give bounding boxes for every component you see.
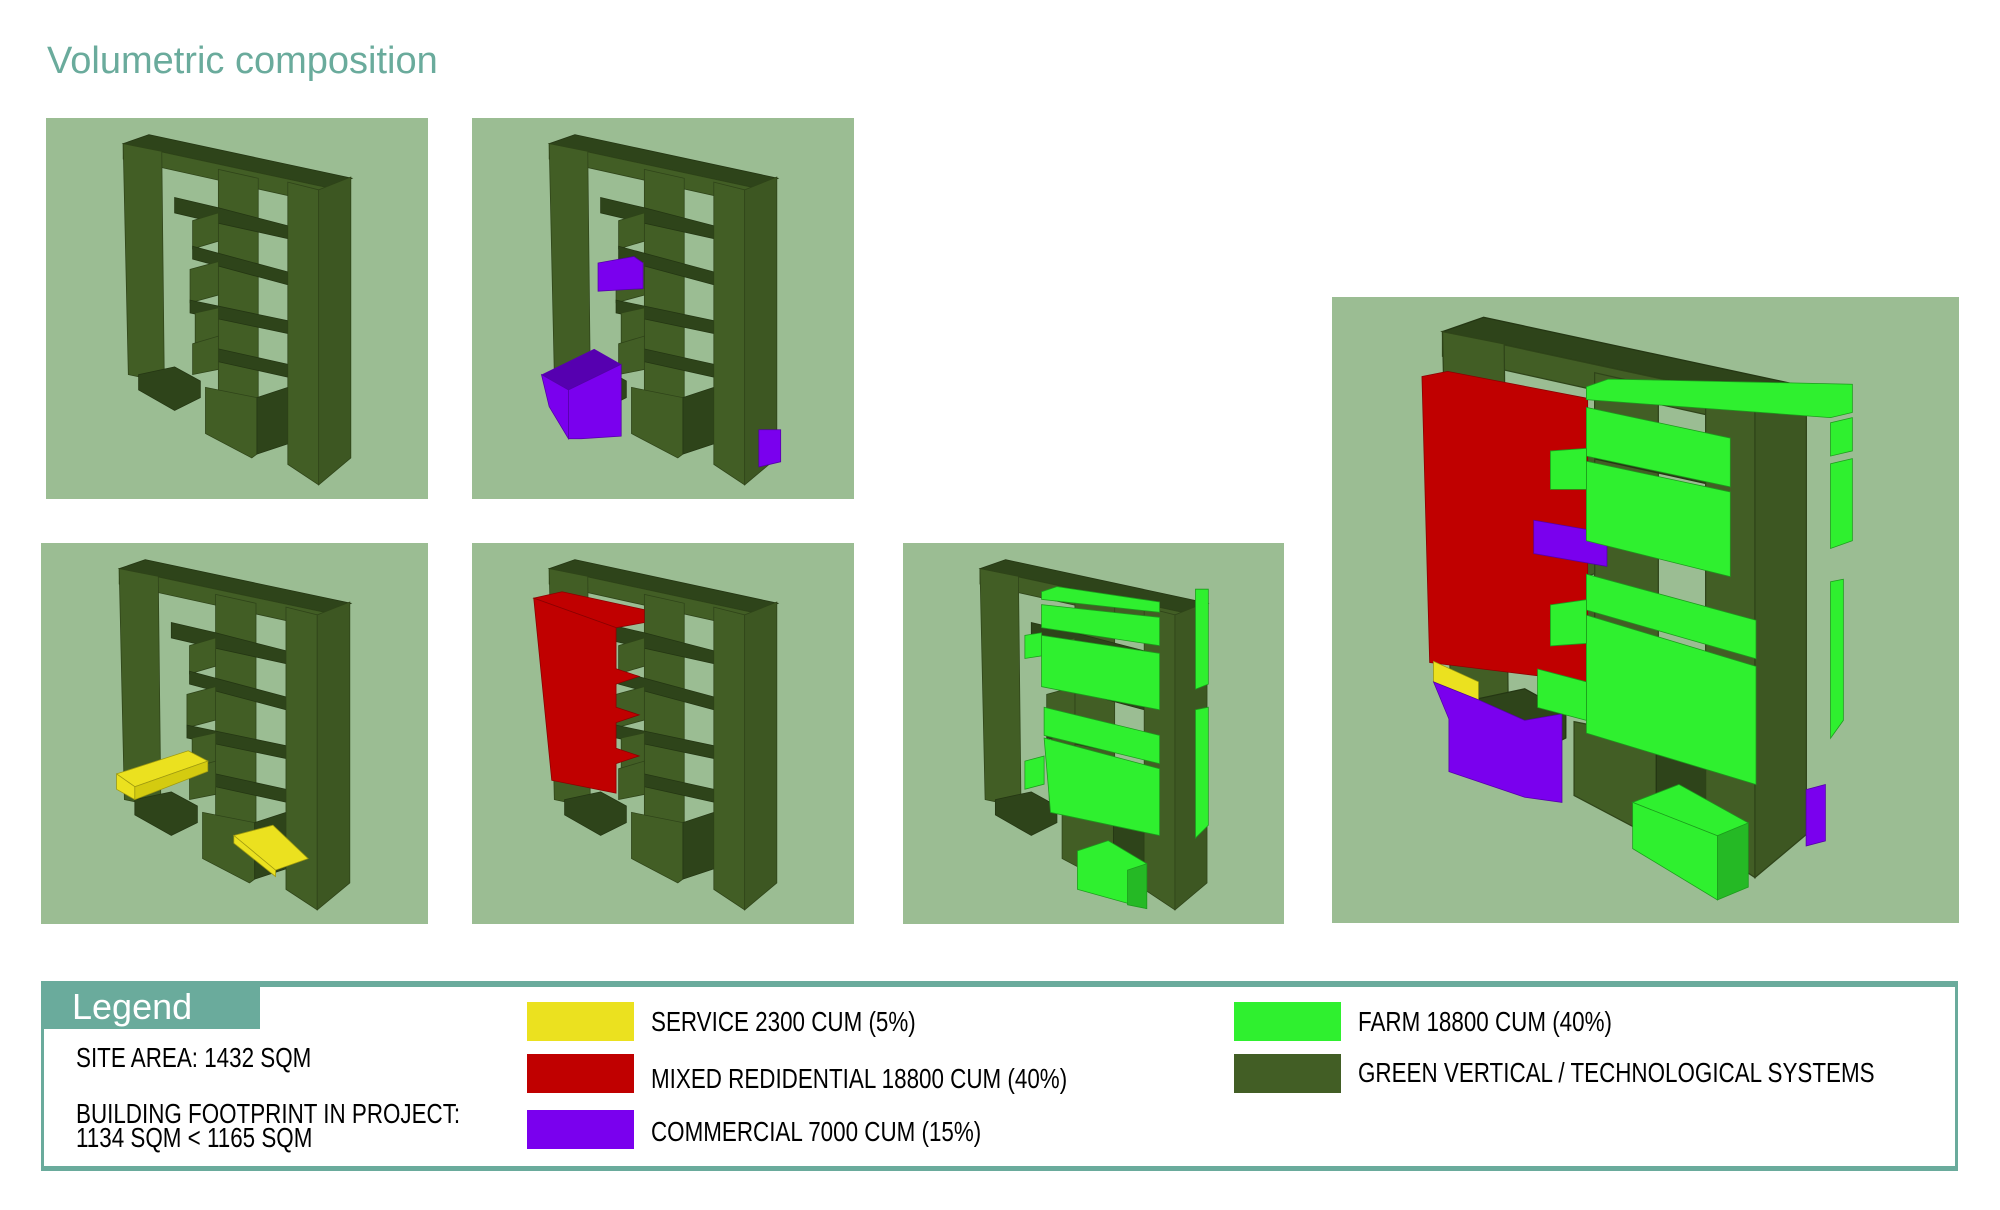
volume-panel-combined	[1332, 297, 1959, 923]
building-combined-diagram	[1421, 316, 1853, 901]
volume-panel-residential	[472, 543, 854, 924]
swatch-residential	[527, 1054, 634, 1093]
building-frame-diagram	[122, 134, 353, 486]
volume-panel-commercial	[472, 118, 854, 499]
legend-label-green-systems: GREEN VERTICAL / TECHNOLOGICAL SYSTEMS	[1358, 1057, 1875, 1088]
footprint-text-line2: 1134 SQM < 1165 SQM	[76, 1122, 313, 1153]
legend-label-residential: MIXED REDIDENTIAL 18800 CUM (40%)	[651, 1063, 1068, 1094]
legend-label-farm: FARM 18800 CUM (40%)	[1358, 1006, 1612, 1037]
site-area-text: SITE AREA: 1432 SQM	[76, 1042, 312, 1073]
building-residential-diagram	[532, 559, 779, 911]
building-commercial-diagram	[540, 134, 782, 486]
legend-label-commercial: COMMERCIAL 7000 CUM (15%)	[651, 1116, 982, 1147]
volume-panel-farm	[903, 543, 1284, 924]
legend-box: Legend SITE AREA: 1432 SQM BUILDING FOOT…	[41, 981, 1958, 1171]
volume-panel-service	[41, 543, 428, 924]
swatch-farm	[1234, 1002, 1341, 1041]
building-service-diagram	[115, 559, 352, 911]
legend-label-service: SERVICE 2300 CUM (5%)	[651, 1006, 916, 1037]
legend-heading: Legend	[44, 987, 260, 1029]
page-title: Volumetric composition	[47, 40, 438, 82]
footprint-text-line1: BUILDING FOOTPRINT IN PROJECT:	[76, 1098, 461, 1129]
swatch-commercial	[527, 1110, 634, 1149]
swatch-green-systems	[1234, 1054, 1341, 1093]
volume-panel-green-systems	[46, 118, 428, 499]
building-farm-diagram	[979, 559, 1209, 911]
swatch-service	[527, 1002, 634, 1041]
